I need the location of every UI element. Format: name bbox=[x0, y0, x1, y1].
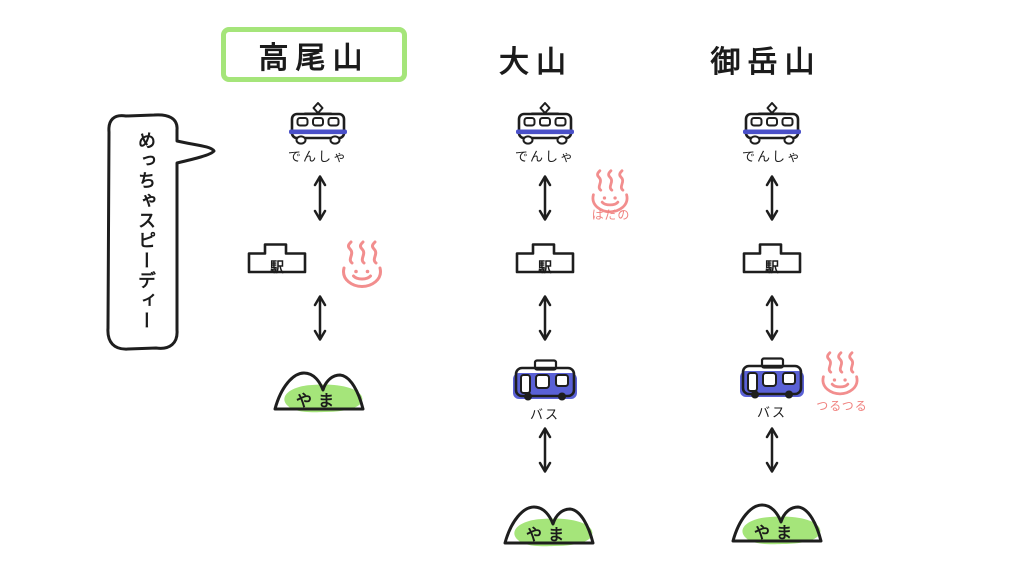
both-ways-arrow-icon bbox=[312, 172, 328, 224]
train-icon bbox=[513, 100, 577, 146]
bus-icon bbox=[737, 356, 807, 402]
train-label: でんしゃ bbox=[287, 150, 348, 165]
train-icon bbox=[740, 100, 804, 146]
mountain-icon: やま bbox=[726, 492, 826, 546]
header-box-takaosan: 高尾山 bbox=[221, 27, 407, 82]
train-icon bbox=[286, 100, 350, 146]
both-ways-arrow-icon bbox=[312, 292, 328, 344]
mountain-label: やま bbox=[525, 525, 570, 544]
both-ways-arrow-icon bbox=[764, 172, 780, 224]
onsen-icon bbox=[816, 350, 864, 398]
mountain-icon: やま bbox=[498, 494, 598, 548]
station-label: 駅 bbox=[538, 260, 552, 276]
station-label: 駅 bbox=[270, 260, 284, 276]
station-icon: 駅 bbox=[246, 241, 308, 276]
onsen-label: つるつる bbox=[816, 399, 868, 413]
train-label: でんしゃ bbox=[514, 150, 575, 165]
station-icon: 駅 bbox=[741, 241, 803, 276]
both-ways-arrow-icon bbox=[537, 292, 553, 344]
speech-bubble: めっちゃスピーディー bbox=[98, 106, 218, 356]
bus-label: バス bbox=[529, 408, 560, 423]
mountain-icon: やま bbox=[268, 360, 368, 414]
both-ways-arrow-icon bbox=[764, 292, 780, 344]
onsen-label: はだの bbox=[591, 208, 631, 222]
station-icon: 駅 bbox=[514, 241, 576, 276]
column-header-mitakesan: 御岳山 bbox=[710, 45, 822, 80]
station-label: 駅 bbox=[765, 260, 779, 276]
both-ways-arrow-icon bbox=[537, 172, 553, 224]
speech-bubble-text: めっちゃスピーディー bbox=[135, 131, 156, 331]
onsen-icon bbox=[336, 238, 388, 292]
column-header-oyama: 大山 bbox=[499, 45, 573, 80]
bus-icon bbox=[510, 358, 580, 404]
column-header-takaosan: 高尾山 bbox=[258, 40, 370, 76]
both-ways-arrow-icon bbox=[537, 424, 553, 476]
bus-label: バス bbox=[756, 406, 787, 421]
train-label: でんしゃ bbox=[741, 150, 802, 165]
both-ways-arrow-icon bbox=[764, 424, 780, 476]
mountain-label: やま bbox=[295, 391, 340, 410]
mountain-label: やま bbox=[753, 523, 798, 542]
